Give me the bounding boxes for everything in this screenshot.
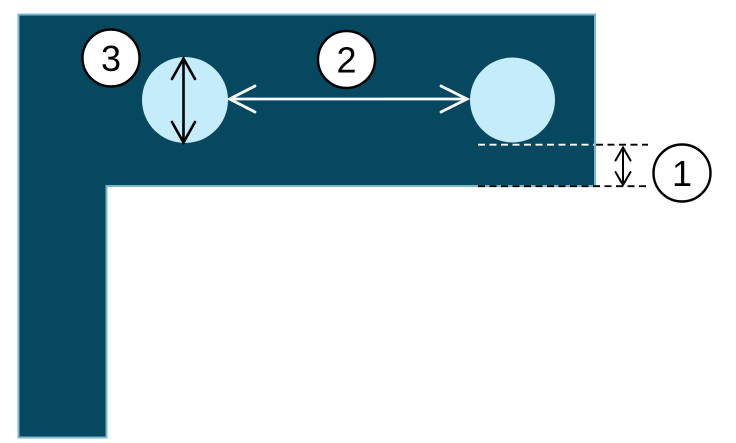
callout-2-circle (316, 29, 377, 90)
callout-badge-1: 1 (652, 143, 712, 203)
arrowhead-left-icon (226, 84, 257, 114)
diameter-arrow (170, 55, 197, 146)
dot-left (142, 57, 228, 143)
callout-3-circle (81, 28, 141, 88)
callout-3-label: 3 (101, 38, 121, 79)
arrowhead-right-icon (439, 84, 471, 114)
dot-right (470, 57, 555, 143)
callout-1-circle (652, 143, 712, 203)
callout-badge-2: 2 (316, 29, 377, 90)
arrowhead-down-small-icon (614, 171, 632, 188)
margin-arrow (614, 145, 632, 188)
spacing-arrow (226, 84, 471, 114)
callout-1-label: 1 (672, 153, 692, 194)
callout-badge-3: 3 (81, 28, 141, 88)
arrowhead-up-small-icon (614, 145, 632, 162)
arrowhead-down-icon (170, 120, 197, 146)
arrowhead-up-icon (170, 55, 197, 81)
callout-2-label: 2 (336, 39, 356, 80)
